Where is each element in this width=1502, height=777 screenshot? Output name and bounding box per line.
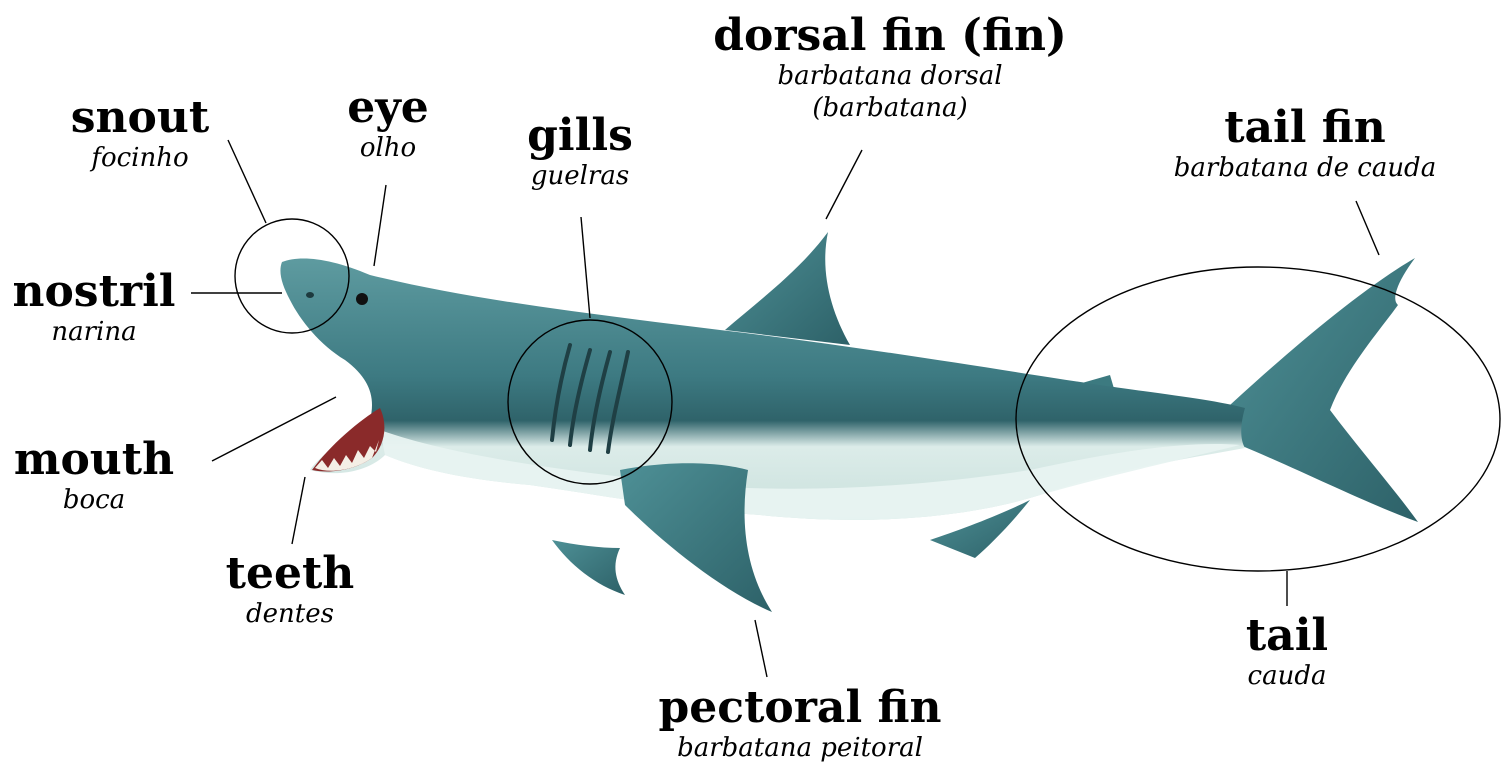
dorsal-fin-label-en: dorsal fin (fin) bbox=[700, 12, 1080, 60]
mouth-leader-line bbox=[212, 397, 336, 461]
tail-fin-label-pt: barbatana de cauda bbox=[1140, 152, 1470, 184]
label-tail-fin: tail fin barbatana de cauda bbox=[1140, 104, 1470, 184]
label-tail: tail cauda bbox=[1207, 612, 1367, 692]
eye-label-pt: olho bbox=[318, 132, 458, 164]
pectoral-fin-leader-line bbox=[755, 620, 767, 677]
dorsal-fin-label-pt-line1: barbatana dorsal bbox=[700, 60, 1080, 92]
nostril-label-pt: narina bbox=[4, 316, 184, 348]
snout-label-en: snout bbox=[40, 94, 240, 142]
label-snout: snout focinho bbox=[40, 94, 240, 174]
gills-label-pt: guelras bbox=[490, 160, 670, 192]
shark-dorsal-fin bbox=[725, 232, 850, 345]
tail-label-en: tail bbox=[1207, 612, 1367, 660]
teeth-label-en: teeth bbox=[210, 550, 370, 598]
label-teeth: teeth dentes bbox=[210, 550, 370, 630]
gills-label-en: gills bbox=[490, 112, 670, 160]
tail-label-pt: cauda bbox=[1207, 660, 1367, 692]
pectoral-fin-label-en: pectoral fin bbox=[640, 684, 960, 732]
label-eye: eye olho bbox=[318, 84, 458, 164]
mouth-label-pt: boca bbox=[4, 484, 184, 516]
label-mouth: mouth boca bbox=[4, 436, 184, 516]
tail-fin-leader-line bbox=[1356, 201, 1379, 255]
label-dorsal-fin: dorsal fin (fin) barbatana dorsal (barba… bbox=[700, 12, 1080, 124]
label-pectoral-fin: pectoral fin barbatana peitoral bbox=[640, 684, 960, 764]
eye-label-en: eye bbox=[318, 84, 458, 132]
eye-leader-line bbox=[374, 185, 386, 266]
gills-leader-line bbox=[581, 217, 590, 318]
snout-label-pt: focinho bbox=[40, 142, 240, 174]
shark-eye bbox=[356, 293, 368, 305]
pectoral-fin-label-pt: barbatana peitoral bbox=[640, 732, 960, 764]
mouth-label-en: mouth bbox=[4, 436, 184, 484]
teeth-leader-line bbox=[292, 477, 305, 544]
shark-nostril bbox=[306, 292, 314, 298]
dorsal-fin-label-pt-line2: (barbatana) bbox=[700, 92, 1080, 124]
dorsal-fin-leader-line bbox=[826, 150, 862, 219]
teeth-label-pt: dentes bbox=[210, 598, 370, 630]
label-nostril: nostril narina bbox=[4, 268, 184, 348]
shark-body bbox=[280, 258, 1245, 519]
label-gills: gills guelras bbox=[490, 112, 670, 192]
tail-fin-label-en: tail fin bbox=[1140, 104, 1470, 152]
shark-anal-fin bbox=[552, 540, 625, 595]
nostril-label-en: nostril bbox=[4, 268, 184, 316]
shark-tail-fin bbox=[1230, 258, 1418, 522]
